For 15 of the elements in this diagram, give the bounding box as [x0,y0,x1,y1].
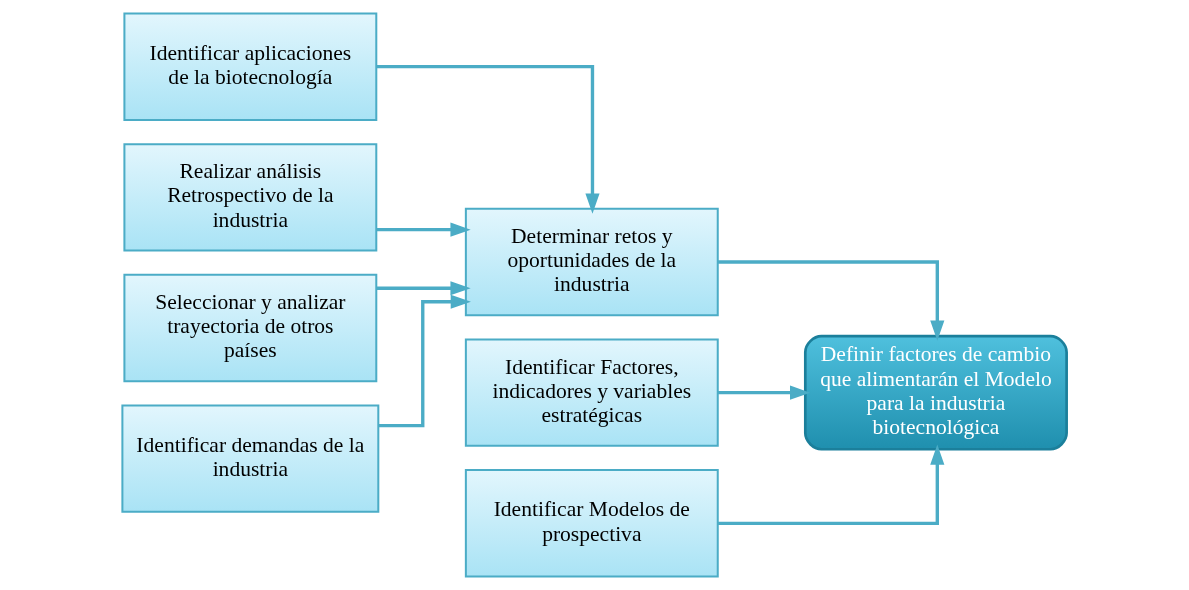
arrow [718,385,811,400]
node-box: Identificar Factores, indicadores y variables estratégicas [464,338,719,447]
node-box: Seleccionar y analizar trayectoria de otros países [123,273,378,383]
arrow [376,222,471,237]
node-box: Determinar retos y oportunidades de la industria [464,207,719,317]
arrow [718,260,945,341]
node-box: Identificar Modelos de prospectiva [464,469,719,578]
node-box: Identificar aplicaciones de la biotecnología [123,12,378,121]
arrow [376,65,600,214]
arrow [376,281,471,296]
arrow [718,444,945,525]
node-box: Identificar demandas de la industria [121,404,380,513]
node-box: Realizar análisis Retrospectivo de la industria [123,143,378,252]
arrow [378,294,471,428]
node-box: Definir factores de cambio que alimentarán el Modelo para la industria biotecnológica [803,334,1068,451]
